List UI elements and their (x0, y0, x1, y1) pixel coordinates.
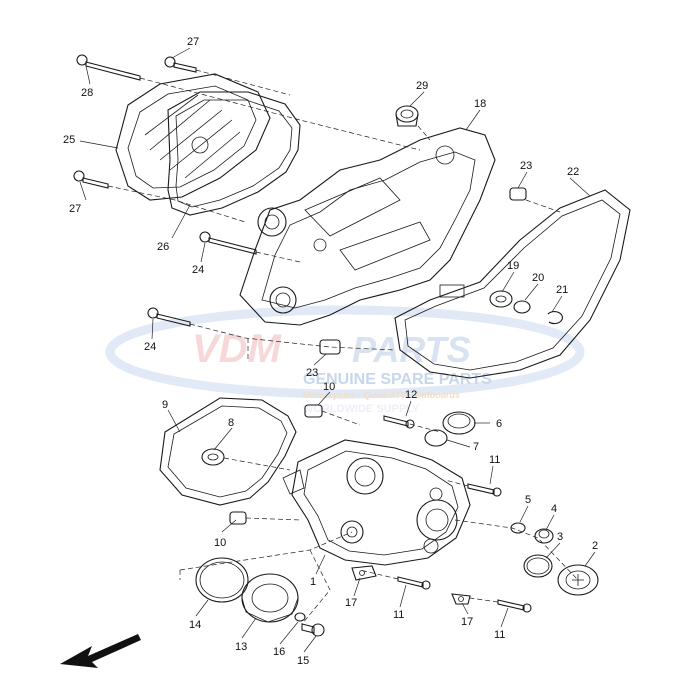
watermark-tagline: GENUINE SPARE PARTS (303, 371, 492, 388)
part-17-brackets (351, 565, 471, 605)
callout-7: 7 (473, 441, 479, 453)
callout-10-bottom: 10 (214, 537, 226, 549)
part-29-oil-seal (395, 105, 419, 127)
part-5-o-ring (510, 522, 526, 534)
callout-12: 12 (405, 389, 417, 401)
watermark-brand-right: PARTS (352, 329, 471, 370)
callout-16: 16 (273, 646, 285, 658)
callout-6: 6 (496, 418, 502, 430)
callout-11-bottom: 11 (494, 629, 505, 641)
part-10-dowel-pins (229, 404, 323, 525)
callout-9: 9 (162, 399, 168, 411)
callout-14: 14 (189, 619, 201, 631)
callout-13: 13 (235, 641, 247, 653)
part-27-bolts (73, 56, 197, 189)
callout-3: 3 (557, 531, 563, 543)
callout-23-bottom: 23 (306, 367, 318, 379)
part-26-clutch-cover-gasket (167, 91, 301, 216)
callout-23-top: 23 (520, 160, 532, 172)
watermark: VDM PARTS GENUINE SPARE PARTS Motorcycle… (105, 305, 585, 415)
callout-20: 20 (532, 272, 544, 284)
part-24-bolts (147, 231, 257, 327)
callout-26: 26 (157, 241, 169, 253)
callout-10-top: 10 (323, 381, 335, 393)
part-13-cover (241, 573, 299, 623)
watermark-brand-left: VDM (192, 327, 283, 371)
callout-4: 4 (551, 503, 557, 515)
part-4-plug (534, 528, 554, 544)
part-16-washer (294, 612, 306, 622)
callout-24-bottom: 24 (144, 341, 156, 353)
callout-11-top: 11 (489, 454, 500, 466)
guide-lines (107, 69, 579, 625)
callout-17-left: 17 (345, 597, 357, 609)
part-6-oil-filler-cap (442, 411, 476, 435)
part-7-o-ring (424, 429, 448, 447)
callout-24-top: 24 (192, 264, 204, 276)
callout-8: 8 (228, 417, 234, 429)
part-28-long-bolt (76, 54, 141, 81)
part-8-oil-seal (201, 448, 225, 466)
callout-15: 15 (297, 655, 309, 667)
part-20-washer (513, 300, 531, 314)
callout-21: 21 (556, 284, 568, 296)
callout-29: 29 (416, 80, 428, 92)
part-9-cover-gasket (159, 397, 297, 506)
part-15-bolt (301, 623, 325, 637)
part-1-crankcase-cover (282, 439, 471, 566)
callout-28: 28 (81, 87, 93, 99)
part-25-clutch-cover (115, 73, 271, 201)
callout-17-right: 17 (461, 616, 473, 628)
part-11-bolts (397, 483, 532, 613)
callout-27-left: 27 (69, 203, 81, 215)
part-19-oil-seal (489, 290, 513, 308)
watermark-bottom-line: WORLDWIDE SUPPLY (303, 403, 420, 415)
part-3-o-ring (523, 554, 553, 578)
part-12-bolt (383, 415, 415, 429)
part-22-crankcase-gasket (394, 189, 631, 379)
callout-2: 2 (592, 540, 598, 552)
part-2-drain-plug (557, 564, 599, 596)
callout-25: 25 (63, 134, 75, 146)
part-21-circlip (547, 311, 563, 325)
callout-19: 19 (507, 260, 519, 272)
watermark-segments: Motorcycles - Quad/ATV - Outboards (303, 390, 460, 400)
callout-22: 22 (567, 166, 579, 178)
part-18-crankcase-right (239, 127, 496, 326)
callout-5: 5 (525, 494, 531, 506)
callout-11-middle: 11 (393, 609, 404, 621)
callout-1: 1 (310, 576, 316, 588)
callouts: 28 27 25 27 26 24 29 18 23 22 19 20 21 2… (63, 36, 598, 667)
callout-27-top: 27 (187, 36, 199, 48)
front-direction-arrow (60, 634, 141, 668)
callout-18: 18 (474, 98, 486, 110)
part-14-o-ring (195, 557, 249, 603)
watermark-ellipse (105, 305, 585, 399)
leader-lines (79, 47, 596, 653)
